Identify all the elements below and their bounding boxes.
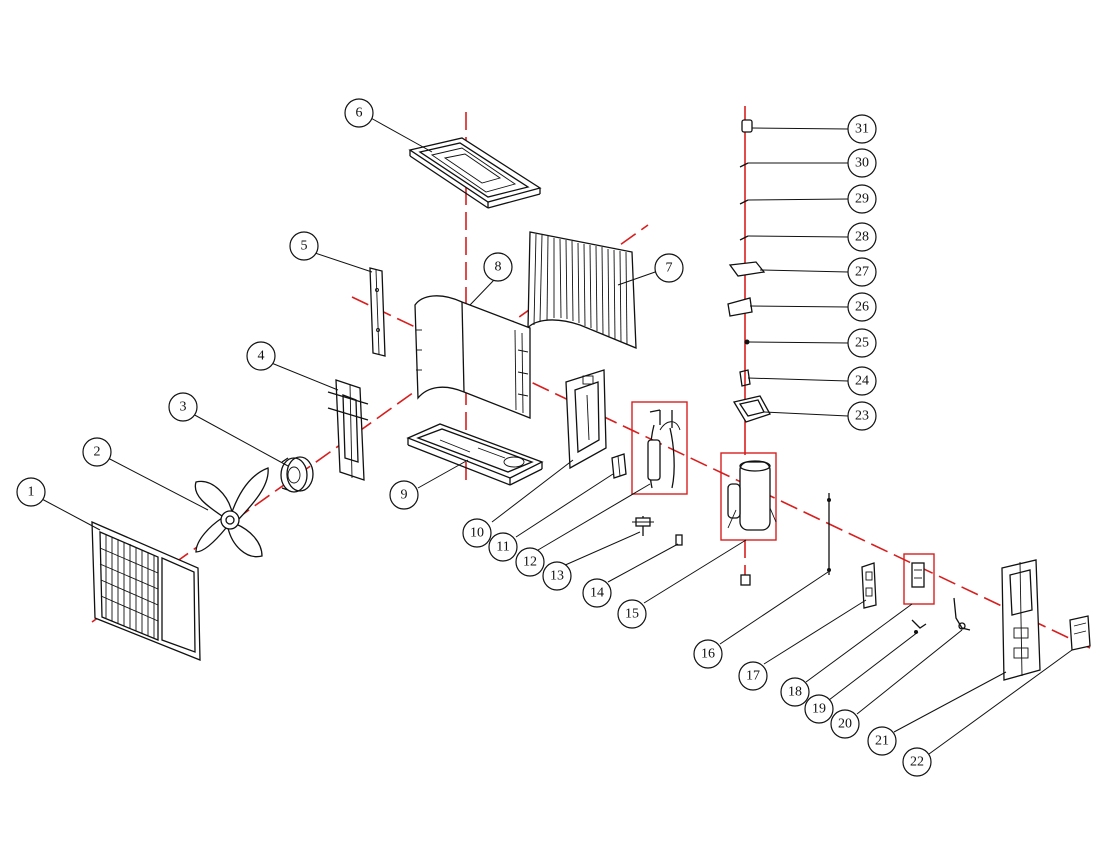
callout-14: 14 xyxy=(582,578,612,608)
leader-lines xyxy=(39,116,1073,755)
callout-1: 1 xyxy=(16,477,46,507)
callout-27: 27 xyxy=(847,257,877,287)
svg-text:6: 6 xyxy=(356,106,363,121)
svg-text:22: 22 xyxy=(910,755,924,770)
callout-4: 4 xyxy=(246,341,276,371)
part-pipe-fitting xyxy=(953,597,971,631)
part-top-cover xyxy=(408,137,542,209)
svg-text:31: 31 xyxy=(855,122,869,137)
callout-30: 30 xyxy=(847,148,877,178)
part-electrical-group xyxy=(911,562,925,588)
callout-11: 11 xyxy=(488,532,518,562)
part-compressor xyxy=(727,460,777,586)
callout-17: 17 xyxy=(738,661,768,691)
svg-text:26: 26 xyxy=(855,300,869,315)
svg-text:3: 3 xyxy=(180,400,187,415)
svg-text:11: 11 xyxy=(496,540,509,555)
callout-18: 18 xyxy=(780,677,810,707)
part-side-strip xyxy=(369,267,386,357)
callout-31: 31 xyxy=(847,114,877,144)
part-small-board xyxy=(727,297,753,317)
callout-20: 20 xyxy=(830,709,860,739)
callout-19: 19 xyxy=(804,694,834,724)
svg-text:7: 7 xyxy=(666,261,673,276)
svg-text:16: 16 xyxy=(701,647,715,662)
svg-text:8: 8 xyxy=(495,260,502,275)
svg-text:13: 13 xyxy=(550,569,564,584)
svg-text:17: 17 xyxy=(746,669,760,684)
part-right-panel xyxy=(1001,559,1041,681)
callout-24: 24 xyxy=(847,366,877,396)
part-valve-assembly xyxy=(647,409,681,489)
callout-8: 8 xyxy=(483,252,513,282)
part-motor-bracket xyxy=(327,379,369,481)
callout-6: 6 xyxy=(344,98,374,128)
part-valve-fitting xyxy=(632,516,654,536)
callout-9: 9 xyxy=(389,480,419,510)
callout-7: 7 xyxy=(654,253,684,283)
svg-text:4: 4 xyxy=(258,349,265,364)
part-cabinet-panel xyxy=(414,295,531,419)
svg-text:20: 20 xyxy=(838,717,852,732)
svg-text:28: 28 xyxy=(855,230,869,245)
svg-text:2: 2 xyxy=(94,445,101,460)
svg-text:21: 21 xyxy=(875,734,889,749)
part-sensor-wire xyxy=(827,493,831,575)
part-label-plate xyxy=(1069,615,1091,651)
part-connector xyxy=(911,619,927,634)
part-small-fitting xyxy=(675,534,683,546)
callouts: 1 2 3 4 5 6 7 8 9 10 11 12 13 14 15 16 1… xyxy=(16,98,932,777)
callout-29: 29 xyxy=(847,184,877,214)
part-bracket-clip xyxy=(739,369,751,387)
callout-21: 21 xyxy=(867,726,897,756)
svg-text:24: 24 xyxy=(855,374,869,389)
svg-text:1: 1 xyxy=(28,485,35,500)
svg-text:19: 19 xyxy=(812,702,826,717)
part-fan-blade xyxy=(194,467,269,558)
callout-3: 3 xyxy=(168,392,198,422)
svg-text:14: 14 xyxy=(590,586,604,601)
svg-text:30: 30 xyxy=(855,156,869,171)
callout-13: 13 xyxy=(542,561,572,591)
callout-5: 5 xyxy=(289,231,319,261)
part-control-box xyxy=(732,395,771,423)
part-cap xyxy=(741,119,753,133)
svg-text:9: 9 xyxy=(401,488,408,503)
svg-text:12: 12 xyxy=(523,555,537,570)
part-pins xyxy=(739,162,749,241)
part-front-grille xyxy=(91,520,201,661)
callout-28: 28 xyxy=(847,222,877,252)
part-small-block xyxy=(611,453,627,479)
callout-15: 15 xyxy=(617,599,647,629)
callout-2: 2 xyxy=(82,437,112,467)
callout-22: 22 xyxy=(902,747,932,777)
svg-text:23: 23 xyxy=(855,409,869,424)
group-boxes xyxy=(631,401,935,605)
part-fan-motor xyxy=(280,456,314,493)
part-base-tray xyxy=(406,423,544,486)
callout-16: 16 xyxy=(693,639,723,669)
part-screw-25 xyxy=(744,339,750,345)
callout-10: 10 xyxy=(462,518,492,548)
callout-23: 23 xyxy=(847,401,877,431)
callout-12: 12 xyxy=(515,547,545,577)
svg-text:15: 15 xyxy=(625,607,639,622)
svg-text:18: 18 xyxy=(788,685,802,700)
callout-26: 26 xyxy=(847,292,877,322)
part-pcb xyxy=(728,261,766,277)
svg-text:5: 5 xyxy=(301,239,308,254)
svg-text:29: 29 xyxy=(855,192,869,207)
part-terminal-block xyxy=(861,562,877,609)
svg-text:25: 25 xyxy=(855,336,869,351)
part-partition-plate xyxy=(565,369,607,470)
svg-text:10: 10 xyxy=(470,526,484,541)
svg-text:27: 27 xyxy=(855,265,869,280)
callout-25: 25 xyxy=(847,328,877,358)
part-condenser-coil xyxy=(527,231,637,349)
